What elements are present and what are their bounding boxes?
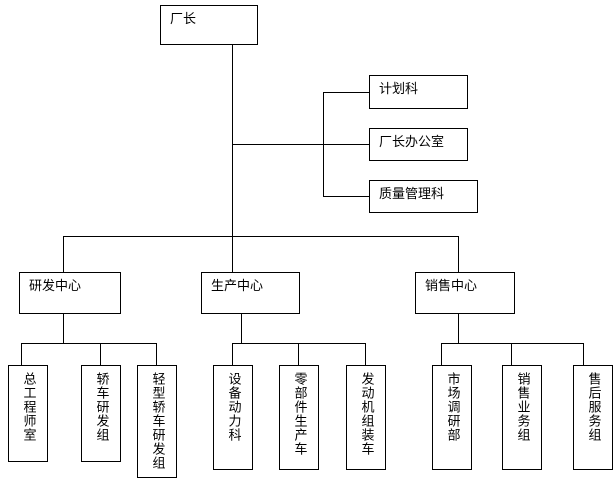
connector-division-drop-2 bbox=[232, 236, 233, 272]
node-sales-business-group[interactable]: 销售业务组 bbox=[502, 365, 542, 470]
node-after-sales-service-group[interactable]: 售后服务组 bbox=[573, 365, 613, 470]
connector-staff-3 bbox=[323, 196, 369, 197]
node-sales-center[interactable]: 销售中心 bbox=[415, 272, 515, 314]
node-label: 总工程师室 bbox=[20, 372, 36, 442]
node-factory-director[interactable]: 厂长 bbox=[160, 5, 258, 45]
connector-production-bar bbox=[232, 343, 366, 344]
connector-division-drop-3 bbox=[458, 236, 459, 272]
connector-sales-drop-1 bbox=[441, 343, 442, 365]
node-director-office[interactable]: 厂长办公室 bbox=[369, 128, 468, 161]
node-label: 轿车研发组 bbox=[93, 372, 109, 442]
connector-division-bar bbox=[63, 236, 459, 237]
connector-staff-1 bbox=[323, 92, 369, 93]
node-engine-assembly-workshop[interactable]: 发动机组装车 bbox=[346, 365, 386, 470]
node-market-research-department[interactable]: 市场调研部 bbox=[432, 365, 472, 470]
node-label: 质量管理科 bbox=[379, 187, 445, 202]
node-car-rd-group[interactable]: 轿车研发组 bbox=[81, 365, 121, 462]
connector-rd-bar bbox=[21, 343, 156, 344]
connector-production-drop-3 bbox=[365, 343, 366, 365]
connector-staff-stub bbox=[232, 144, 324, 145]
node-label: 生产中心 bbox=[211, 279, 264, 294]
node-label: 零部件生产车 bbox=[291, 372, 307, 456]
connector-sales-drop-2 bbox=[511, 343, 512, 365]
node-label: 销售中心 bbox=[425, 279, 478, 294]
connector-production-drop-1 bbox=[232, 343, 233, 365]
node-parts-production-workshop[interactable]: 零部件生产车 bbox=[279, 365, 319, 470]
connector-production-trunk bbox=[241, 314, 242, 343]
node-label: 厂长 bbox=[170, 12, 197, 27]
connector-sales-trunk bbox=[458, 314, 459, 343]
node-label: 设备动力科 bbox=[225, 372, 241, 442]
connector-division-drop-1 bbox=[63, 236, 64, 272]
node-label: 发动机组装车 bbox=[358, 372, 374, 456]
connector-sales-drop-3 bbox=[583, 343, 584, 365]
connector-rd-trunk bbox=[63, 314, 64, 343]
node-label: 售后服务组 bbox=[585, 372, 601, 442]
connector-root-trunk bbox=[232, 45, 233, 236]
connector-rd-drop-3 bbox=[156, 343, 157, 365]
node-equipment-power-department[interactable]: 设备动力科 bbox=[213, 365, 253, 470]
node-rd-center[interactable]: 研发中心 bbox=[19, 272, 121, 314]
node-chief-engineer-office[interactable]: 总工程师室 bbox=[8, 365, 48, 462]
node-quality-management-department[interactable]: 质量管理科 bbox=[369, 180, 478, 213]
node-label: 计划科 bbox=[379, 82, 419, 97]
node-label: 销售业务组 bbox=[514, 372, 530, 442]
node-label: 轻型轿车研发组 bbox=[149, 372, 165, 470]
node-label: 厂长办公室 bbox=[379, 135, 445, 150]
node-light-car-rd-group[interactable]: 轻型轿车研发组 bbox=[137, 365, 177, 478]
connector-rd-drop-1 bbox=[21, 343, 22, 365]
connector-sales-bar bbox=[441, 343, 584, 344]
connector-rd-drop-2 bbox=[100, 343, 101, 365]
connector-production-drop-2 bbox=[298, 343, 299, 365]
node-planning-department[interactable]: 计划科 bbox=[369, 75, 468, 109]
node-label: 研发中心 bbox=[29, 279, 82, 294]
connector-staff-2 bbox=[323, 144, 369, 145]
node-label: 市场调研部 bbox=[444, 372, 460, 442]
node-production-center[interactable]: 生产中心 bbox=[201, 272, 300, 314]
